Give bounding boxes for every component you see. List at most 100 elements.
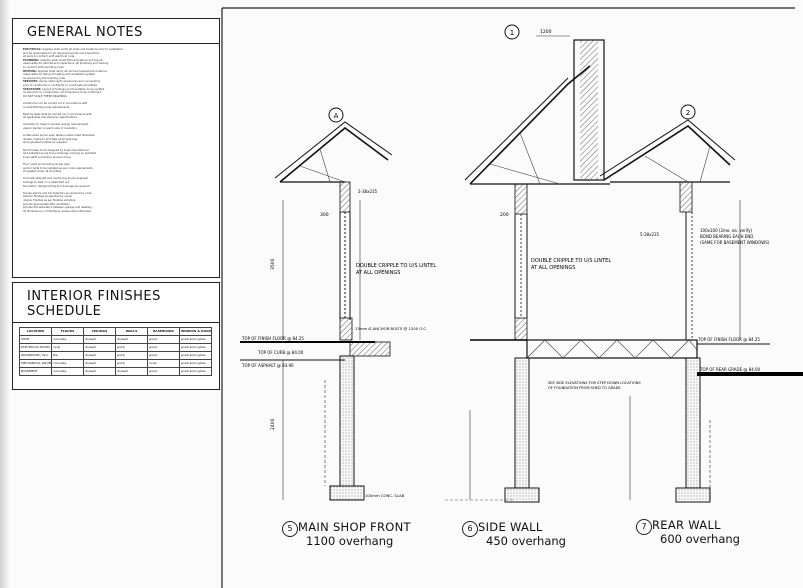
note-see-elevations: SEE SIDE ELEVATIONS FOR STEP DOWN LOCATI… [548, 381, 641, 385]
general-note-text: all engineered lumber by supplier [23, 141, 67, 145]
general-note-text: Smoke alarms and CO detectors as require… [23, 191, 92, 195]
general-note-lead: ELECTRICAL: [23, 48, 43, 51]
foundation-wall-b [514, 357, 530, 489]
general-note-lead: PLUMBING: [23, 58, 41, 62]
general-note-text: as required by the building code [23, 76, 66, 80]
section-5-caption: MAIN SHOP FRONT 1100 overhang [298, 520, 411, 548]
general-note-text: Insulation to meet or exceed energy requ… [23, 123, 89, 127]
general-note-line: DO NOT SCALE THESE DRAWINGS [23, 95, 213, 99]
general-note-line: responsible for permits and inspections;… [23, 62, 213, 66]
general-note-text: responsible for sizing of heating and ve… [23, 73, 96, 77]
general-note-line: current Building Code requirements [23, 106, 213, 110]
general-note-line: provide appropriate attic ventilation [23, 203, 213, 207]
general-note-text: provide appropriate attic ventilation [23, 202, 70, 206]
general-note-text: all work to conform with electrical code [23, 55, 75, 59]
grid-bubble-1 [504, 24, 520, 40]
general-note-text: Construction to be carried out in accord… [23, 101, 88, 105]
footing-a [329, 485, 365, 501]
general-note-text: exterior finishes as selected by owner [23, 195, 73, 199]
general-note-text: Layout of footings and foundation to be … [42, 87, 105, 91]
general-note-line: interior finishes as per finishes schedu… [23, 199, 213, 203]
general-note-line: provide fire separation between garage a… [23, 206, 213, 210]
general-note-line: Roof trusses to be designed by truss man… [23, 149, 213, 153]
section-7-subtitle: 600 overhang [660, 532, 740, 546]
note-window-3: (SAME FOR BASEMENT WINDOWS) [700, 240, 770, 245]
grid-bubble-a-label: A [334, 112, 339, 120]
note-top-rear-grade: TOP OF REAR GRADE @ 84.00 [699, 367, 761, 372]
general-note-line: Bearing walls shall be carried out in ac… [23, 113, 213, 117]
note-double-cripple-a: DOUBLE CRIPPLE TO U/S LINTEL [356, 263, 436, 269]
section-5-number: 5 [282, 521, 298, 537]
general-notes-panel: GENERAL NOTES ELECTRICAL: Supplier shall… [12, 18, 220, 278]
interior-finishes-title: INTERIOR FINISHES SCHEDULE [13, 283, 219, 323]
section-7-number: 7 [636, 519, 652, 535]
section-7-caption: REAR WALL 600 overhang [652, 518, 740, 546]
note-top-finish-floor-right: TOP OF FINISH FLOOR @ 84.25 [697, 337, 760, 342]
note-lintel-size: 5-38x235 [640, 232, 660, 237]
general-note-text: footings to bear on undisturbed soil [23, 180, 70, 184]
chimney-fill [580, 40, 598, 180]
general-note-text: Roof trusses to be designed by truss man… [23, 148, 89, 152]
general-note-text: vapour barrier on warm side of insulatio… [23, 127, 77, 131]
section-5-subtitle: 1100 overhang [306, 534, 394, 548]
general-note-text: foundation dampproofing and drainage as … [23, 184, 90, 188]
general-note-text: to conform with plumbing code [23, 65, 64, 69]
dim-2400: 2400 [270, 418, 276, 430]
general-note-text: Supplier shall verify all duct and equip… [37, 69, 107, 73]
footing-c [675, 487, 711, 503]
general-note-line: all applicable manufacturer specificatio… [23, 116, 213, 120]
general-note-line: to conform with plumbing code [23, 66, 213, 70]
general-note-text: Owner shall verify all services and conn… [39, 80, 101, 84]
general-note-text: Supplier shall verify all loads and loca… [42, 48, 124, 51]
general-note-line: Insulation to meet or exceed energy requ… [23, 123, 213, 127]
roof-line-c [603, 124, 731, 181]
truss-web-b1 [489, 163, 561, 185]
section-6-caption: SIDE WALL 450 overhang [478, 520, 566, 548]
section-6-title: SIDE WALL [478, 520, 543, 534]
grid-bubble-2 [680, 104, 696, 120]
note-top-curb: TOP OF CURB @ 84.00 [257, 350, 304, 355]
general-note-text: current Building Code requirements [23, 105, 70, 109]
note-at-all-openings-b: AT ALL OPENINGS [531, 265, 575, 271]
general-note-line: anchor bolts to be installed as per code… [23, 167, 213, 171]
general-note-text: and installed as per truss drawings; bra… [23, 152, 97, 156]
general-note-line: double cripple to all lintels at all ope… [23, 138, 213, 142]
roof-line-b [469, 65, 591, 185]
section-rear-wall [599, 119, 803, 503]
general-note-text: DO NOT SCALE THESE DRAWINGS [23, 94, 67, 98]
general-note-line: and be responsible for all required perm… [23, 52, 213, 56]
general-note-text: and be responsible for all required perm… [23, 51, 100, 55]
general-note-text: sill gasket under all sill plates [23, 170, 62, 174]
general-note-text: interior finishes as per finishes schedu… [23, 198, 76, 202]
note-anchor-bolts: 13mm Ø ANCHOR BOLTS @ 1200 O.C. [355, 326, 427, 331]
foundation-wall-a [339, 355, 355, 487]
note-window-2: BOND BEARING EACH END [700, 234, 753, 239]
grid-bubble-a [328, 107, 344, 123]
general-note-lead: STRUCTURE: [23, 87, 43, 91]
general-note-text: all applicable manufacturer specificatio… [23, 116, 78, 120]
general-note-text: anchor bolts to be installed as per code… [23, 166, 93, 170]
general-note-line: prior to construction; contractor to coo… [23, 84, 213, 88]
general-note-text: provide fire separation between garage a… [23, 206, 92, 210]
footing-b [504, 487, 540, 503]
slab-edge-a [349, 341, 391, 357]
general-note-line: Construction to be carried out in accord… [23, 102, 213, 106]
general-note-line: STRUCTURE: Layout of footings and founda… [23, 88, 213, 92]
finishes-cell: paint semi-gloss [179, 367, 212, 376]
general-note-text: all dimensions in millimetres unless not… [23, 209, 92, 213]
general-note-line: footings to bear on undisturbed soil [23, 181, 213, 185]
general-note-line: all work to conform with electrical code [23, 55, 213, 59]
general-notes-body: ELECTRICAL: Supplier shall verify all lo… [13, 44, 219, 213]
dim-1200: 1200 [540, 29, 552, 35]
general-note-line: sill gasket under all sill plates [23, 170, 213, 174]
section-6-number: 6 [462, 521, 478, 537]
general-note-text: truss uplift connectors at every truss [23, 155, 71, 159]
roof-sheathing-a [274, 121, 393, 179]
general-notes-title: GENERAL NOTES [13, 19, 219, 44]
foundation-wall-c [685, 357, 701, 489]
general-note-line: all dimensions in millimetres unless not… [23, 210, 213, 214]
